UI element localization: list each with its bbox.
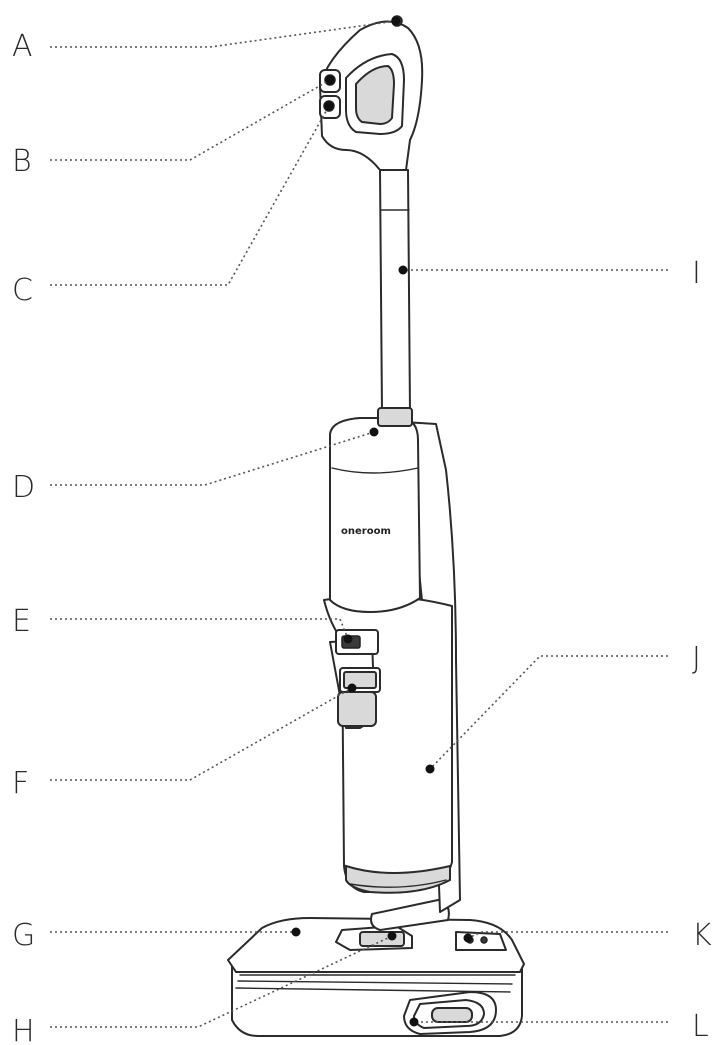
- callout-dot-f: [347, 683, 357, 693]
- callout-label-f: F: [12, 766, 29, 801]
- leader-line-b: [50, 79, 331, 161]
- callout-f: F: [12, 683, 357, 801]
- leader-line-k: [467, 931, 668, 939]
- leader-line-c: [50, 105, 330, 286]
- leader-line-h: [50, 935, 393, 1028]
- callout-label-j: J: [692, 641, 701, 676]
- floor-head: [227, 899, 525, 1037]
- callout-dot-d: [369, 427, 379, 437]
- callout-label-b: B: [12, 144, 32, 179]
- handle-grip: [319, 15, 424, 171]
- callout-label-h: H: [12, 1014, 35, 1045]
- callout-dot-k: [463, 933, 473, 943]
- callout-dot-c: [324, 101, 334, 111]
- leader-line-f: [50, 687, 353, 781]
- callout-dot-e: [343, 634, 353, 644]
- leader-line-a: [50, 20, 397, 48]
- callout-d: D: [12, 427, 379, 505]
- callout-dot-i: [398, 265, 408, 275]
- callout-dot-l: [409, 1017, 419, 1027]
- callout-b: B: [12, 75, 335, 179]
- callout-dot-h: [387, 931, 397, 941]
- leader-line-j: [429, 655, 668, 770]
- callout-l: L: [409, 1009, 709, 1044]
- leader-line-e: [50, 618, 349, 640]
- callout-a: A: [12, 16, 401, 64]
- cordless-wet-dry-vacuum: oneroom: [227, 15, 525, 1037]
- callout-label-l: L: [692, 1009, 709, 1044]
- callout-g: G: [12, 918, 301, 953]
- main-body: oneroom: [323, 417, 461, 913]
- callout-c: C: [12, 101, 334, 308]
- callout-layer: A B C D E F G H I J K L: [12, 16, 712, 1045]
- leader-line-d: [50, 431, 375, 486]
- callout-label-k: K: [692, 918, 712, 953]
- callout-label-a: A: [12, 29, 33, 64]
- callout-label-i: I: [692, 256, 701, 291]
- callout-i: I: [398, 256, 701, 291]
- callout-dot-g: [291, 927, 301, 937]
- callout-label-g: G: [12, 918, 35, 953]
- callout-label-c: C: [12, 273, 33, 308]
- handle-tube: [377, 169, 413, 427]
- callout-h: H: [12, 931, 397, 1045]
- callout-j: J: [425, 641, 701, 774]
- callout-dot-a: [391, 16, 401, 26]
- callout-k: K: [463, 918, 712, 953]
- brand-label: oneroom: [341, 526, 391, 537]
- callout-label-d: D: [12, 470, 35, 505]
- callout-dot-b: [325, 75, 335, 85]
- callout-dot-j: [425, 764, 435, 774]
- callout-label-e: E: [12, 604, 31, 639]
- callout-e: E: [12, 604, 353, 644]
